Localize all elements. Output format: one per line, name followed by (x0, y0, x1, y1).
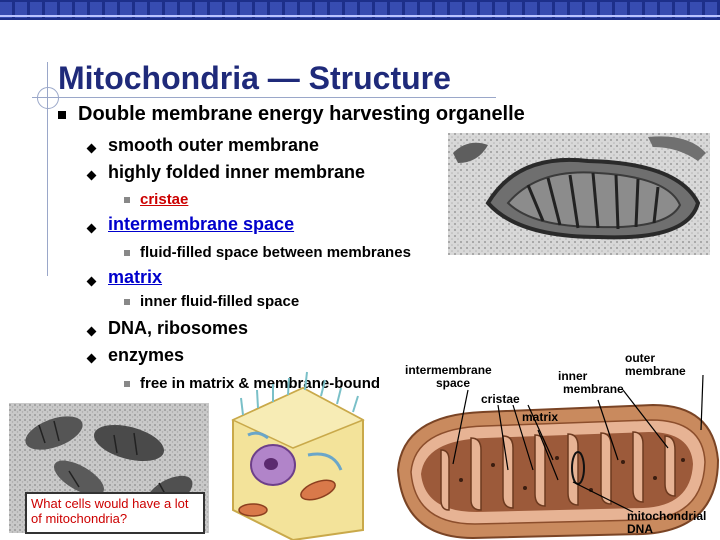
label-inner-membrane: membrane (563, 382, 624, 396)
label-outer-membrane: membrane (625, 364, 686, 378)
sub-bullet-icon (124, 197, 130, 203)
bullet-diamond-icon (86, 326, 97, 337)
bullet-enzymes: enzymes (108, 345, 185, 365)
link-matrix[interactable]: matrix (108, 267, 163, 287)
slide-title: Mitochondria — Structure (58, 60, 451, 96)
sub-bullet-icon (124, 250, 130, 256)
banner-pattern (0, 2, 720, 18)
sub-bullet-free-in-matrix: free in matrix & membrane-bound (140, 375, 381, 392)
link-cristae[interactable]: cristae (140, 191, 189, 208)
label-inner: inner (558, 369, 588, 383)
cell-illustration (231, 371, 365, 540)
label-matrix: matrix (522, 410, 559, 424)
micrograph-image (448, 133, 710, 255)
sub-bullet-icon (124, 381, 130, 387)
bullet-diamond-icon (86, 276, 97, 287)
sub-bullet-fluid-space: fluid-filled space between membranes (140, 244, 411, 261)
bullet-diamond-icon (86, 353, 97, 364)
bullet-outer-membrane: smooth outer membrane (108, 135, 320, 155)
label-dna: DNA (627, 522, 653, 536)
label-mitochondrial: mitochondrial (627, 509, 707, 523)
decorative-crosshair (37, 87, 59, 109)
bullet-square-icon (58, 111, 66, 119)
label-outer: outer (625, 351, 655, 365)
label-intermembrane: intermembrane (405, 363, 492, 377)
decorative-vertical-line (47, 62, 48, 276)
question-box: What cells would have a lot of mitochond… (25, 492, 205, 534)
bullet-dna-ribosomes: DNA, ribosomes (108, 318, 249, 338)
bullet-diamond-icon (86, 170, 97, 181)
sub-bullet-icon (124, 299, 130, 305)
mitochondrion-diagram (231, 371, 720, 540)
bullet-inner-membrane: highly folded inner membrane (108, 162, 366, 182)
main-point: Double membrane energy harvesting organe… (78, 103, 525, 125)
bullet-diamond-icon (86, 143, 97, 154)
decorative-horizontal-line (32, 97, 496, 98)
link-intermembrane-space[interactable]: intermembrane space (108, 214, 295, 234)
label-cristae: cristae (481, 392, 520, 406)
label-space: space (436, 376, 471, 390)
banner-stripe (0, 15, 720, 17)
mitochondrion-cutaway (396, 374, 720, 540)
sub-bullet-inner-space: inner fluid-filled space (140, 293, 300, 310)
bullet-diamond-icon (86, 223, 97, 234)
top-banner (0, 0, 720, 20)
